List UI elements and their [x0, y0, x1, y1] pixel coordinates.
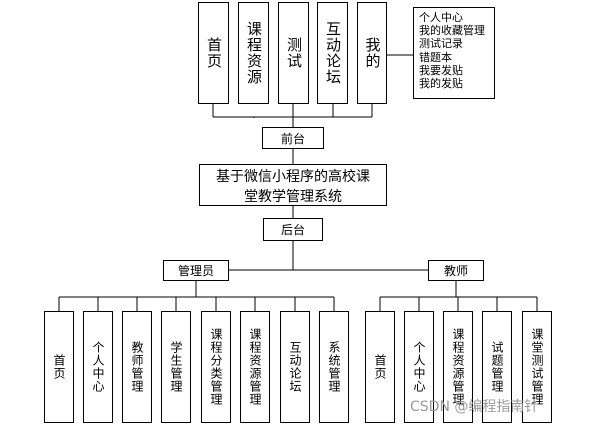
admin-module-label: 课程资源管理 [248, 328, 262, 406]
admin-module-label: 个人中心 [91, 341, 105, 393]
mine-items-list: 个人中心 我的收藏管理 测试记录 错题本 我要发贴 我的发贴 [419, 11, 485, 90]
admin-module-forum: 互动论坛 [280, 311, 310, 423]
mine-item: 我要发贴 [419, 63, 463, 77]
teacher-module-label: 课堂测试管理 [530, 328, 544, 406]
teacher-module-label: 试题管理 [490, 341, 504, 393]
teacher-role-label: 教师 [428, 260, 484, 281]
system-title-line2: 堂教学管理系统 [244, 189, 342, 205]
mine-item: 个人中心 [419, 11, 463, 24]
mine-item: 错题本 [419, 50, 452, 64]
front-module-label: 课程资源 [245, 21, 263, 85]
admin-module-personal-center: 个人中心 [83, 311, 113, 423]
front-module-course-resources: 课程资源 [238, 2, 269, 104]
csdn-watermark: CSDN @编程指南针 [410, 399, 539, 415]
front-module-label: 测试 [285, 37, 303, 69]
mine-item: 我的发贴 [419, 77, 463, 91]
admin-module-course-resources: 课程资源管理 [240, 311, 270, 423]
admin-role-text: 管理员 [177, 264, 214, 278]
back-end-text: 后台 [280, 223, 305, 237]
front-module-mine: 我的 [357, 2, 387, 104]
front-module-label: 互动论坛 [324, 21, 342, 85]
admin-module-label: 互动论坛 [288, 341, 302, 393]
teacher-module-label: 课程资源管理 [451, 328, 465, 406]
front-end-text: 前台 [280, 131, 305, 146]
admin-module-course-category: 课程分类管理 [201, 311, 231, 423]
front-module-forum: 互动论坛 [317, 2, 348, 104]
teacher-module-question-management: 试题管理 [482, 311, 512, 423]
teacher-module-course-resources: 课程资源管理 [443, 311, 473, 423]
mine-item: 我的收藏管理 [419, 24, 485, 38]
teacher-module-label: 首页 [373, 354, 387, 380]
teacher-module-home: 首页 [365, 311, 395, 423]
system-title-line1: 基于微信小程序的高校课 [216, 169, 370, 185]
admin-module-label: 教师管理 [130, 341, 144, 393]
teacher-module-label: 个人中心 [412, 341, 426, 393]
teacher-module-class-test: 课堂测试管理 [522, 311, 552, 423]
front-module-home: 首页 [198, 2, 229, 104]
admin-module-system-management: 系统管理 [319, 311, 349, 423]
admin-module-home: 首页 [44, 311, 74, 423]
admin-module-teacher-management: 教师管理 [122, 311, 152, 423]
admin-module-label: 首页 [52, 354, 66, 380]
teacher-role-text: 教师 [443, 264, 468, 278]
front-module-label: 首页 [205, 37, 223, 69]
mine-item: 测试记录 [419, 37, 463, 51]
front-module-test: 测试 [278, 2, 309, 104]
system-title-box: 基于微信小程序的高校课 堂教学管理系统 [199, 164, 387, 206]
admin-module-label: 系统管理 [327, 341, 341, 393]
front-end-label: 前台 [262, 127, 324, 149]
mine-items-box: 个人中心 我的收藏管理 测试记录 错题本 我要发贴 我的发贴 [413, 7, 495, 99]
front-module-label: 我的 [363, 37, 382, 69]
admin-module-label: 学生管理 [169, 341, 183, 393]
back-end-label: 后台 [263, 218, 323, 241]
teacher-module-personal-center: 个人中心 [404, 311, 434, 423]
admin-role-label: 管理员 [163, 260, 229, 281]
admin-module-student-management: 学生管理 [161, 311, 191, 423]
admin-module-label: 课程分类管理 [209, 328, 223, 406]
